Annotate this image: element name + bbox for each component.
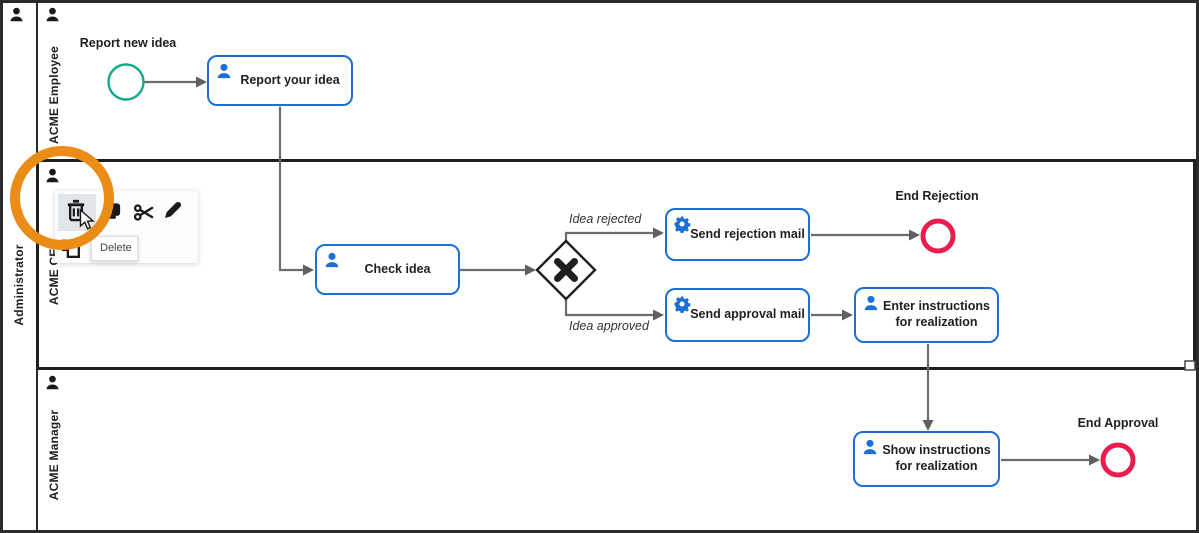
lane-icon	[46, 7, 59, 22]
task-label: Enter instructions for realization	[883, 299, 990, 329]
user-task-icon	[325, 252, 339, 268]
task-check-idea[interactable]: Check idea	[315, 244, 460, 295]
task-send-approval-mail[interactable]: Send approval mail	[665, 288, 810, 342]
task-enter-instructions[interactable]: Enter instructions for realization	[854, 287, 999, 343]
task-label: Check idea	[364, 261, 431, 276]
start-event[interactable]	[107, 63, 145, 101]
task-send-rejection-mail[interactable]: Send rejection mail	[665, 208, 810, 261]
user-task-icon	[863, 439, 877, 455]
flow-label-idea-rejected: Idea rejected	[569, 212, 642, 226]
cut-scissors-icon[interactable]	[132, 201, 155, 224]
task-label: Send approval mail	[690, 307, 805, 322]
duplicate-squares-icon[interactable]	[58, 236, 83, 261]
delete-tooltip: Delete	[91, 236, 138, 261]
task-show-instructions[interactable]: Show instructions for realization	[853, 431, 1000, 487]
participant-icon	[10, 7, 23, 22]
user-task-icon	[217, 63, 231, 79]
service-task-gear-icon	[674, 216, 691, 233]
end-event-approval[interactable]	[1100, 442, 1136, 478]
lane-acme-ceo-selection[interactable]	[36, 159, 1196, 370]
end-approval-label: End Approval	[1077, 416, 1159, 430]
task-label: Send rejection mail	[690, 226, 805, 241]
end-rejection-label: End Rejection	[895, 189, 979, 203]
task-report-your-idea[interactable]: Report your idea	[207, 55, 353, 106]
color-picker-pen-icon[interactable]	[160, 199, 184, 223]
task-label: Report your idea	[240, 72, 340, 87]
lane-label-acme-manager[interactable]: ACME Manager	[47, 409, 61, 501]
start-event-label: Report new idea	[79, 36, 177, 50]
flow-label-idea-approved: Idea approved	[569, 319, 649, 333]
service-task-gear-icon	[674, 296, 691, 313]
lane-label-acme-employee[interactable]: ACME Employee	[47, 46, 61, 144]
copy-screen-icon[interactable]	[100, 200, 123, 223]
lane-icon	[46, 168, 59, 183]
task-label: Show instructions for realization	[882, 443, 991, 473]
delete-trash-icon[interactable]	[63, 198, 89, 224]
lane-icon	[46, 375, 59, 390]
user-task-icon	[864, 295, 878, 311]
pool-label[interactable]: Administrator	[12, 244, 26, 326]
